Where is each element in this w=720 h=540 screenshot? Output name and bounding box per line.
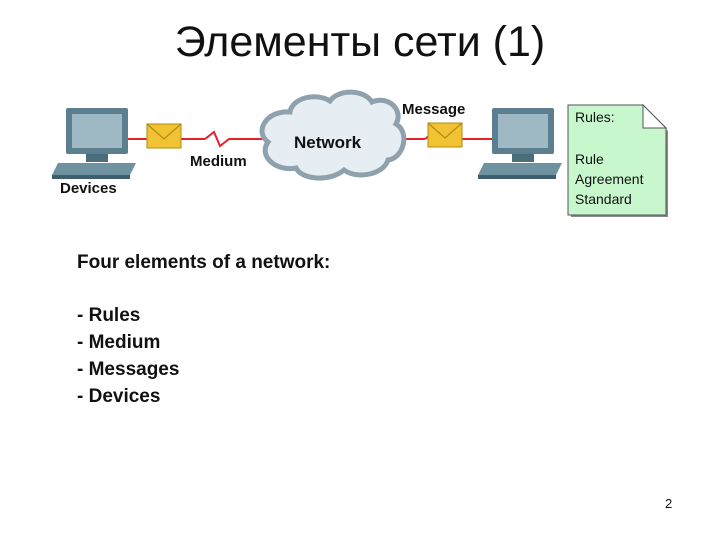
rules-note-item: Rule	[575, 151, 604, 167]
list-item: - Rules	[77, 305, 141, 326]
list-item: - Messages	[77, 359, 180, 380]
computer-icon-left	[52, 108, 136, 179]
elements-list: - Rules - Medium - Messages - Devices	[77, 305, 179, 413]
envelope-icon-right	[427, 122, 463, 148]
medium-label: Medium	[190, 153, 247, 170]
list-item: - Devices	[77, 386, 161, 407]
rules-note-item: Agreement	[575, 171, 644, 187]
slide-title: Элементы сети (1)	[174, 18, 546, 66]
network-link-left	[120, 130, 268, 148]
network-cloud-icon	[259, 89, 407, 181]
note-paper-icon	[567, 104, 668, 217]
slide-number: 2	[665, 496, 673, 511]
elements-intro: Four elements of a network:	[77, 252, 331, 273]
list-item: - Medium	[77, 332, 161, 353]
envelope-icon-left	[146, 123, 182, 149]
rules-note-title: Rules:	[575, 109, 615, 125]
rules-note-item: Standard	[575, 191, 632, 207]
devices-label: Devices	[60, 180, 117, 197]
network-label: Network	[294, 133, 362, 152]
rules-note: Rules: Rule Agreement Standard	[567, 104, 671, 220]
computer-icon-right	[478, 108, 562, 179]
message-label: Message	[402, 101, 466, 118]
